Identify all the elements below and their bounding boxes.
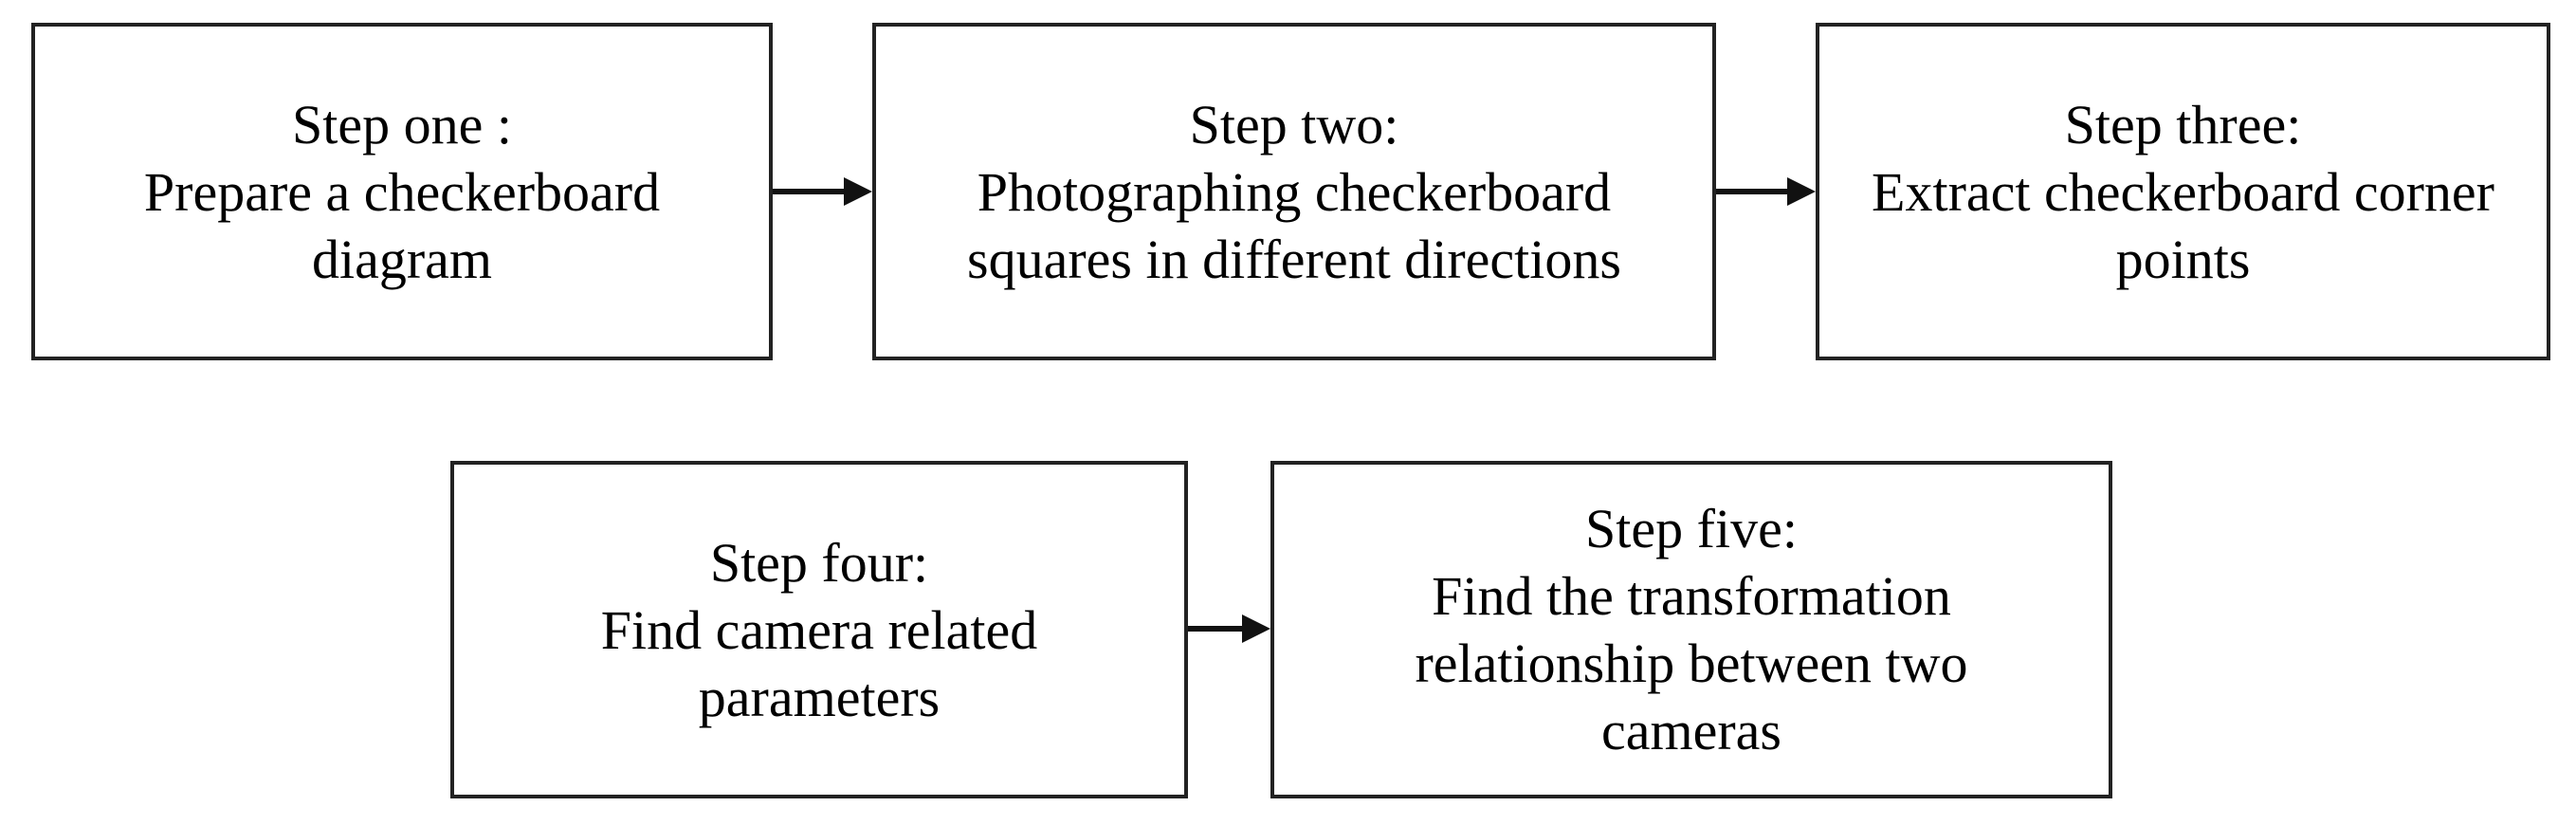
step-five-title: Step five: — [1585, 498, 1798, 559]
step-four-line: Find camera related — [600, 598, 1038, 661]
arrow-step-four-to-step-five — [1188, 612, 1270, 646]
arrow-shaft — [1716, 189, 1793, 194]
arrow-head-icon — [844, 177, 872, 206]
step-one-line: diagram — [311, 228, 493, 290]
arrow-shaft — [1188, 626, 1248, 632]
step-one-line: Prepare a checkerboard — [143, 160, 661, 223]
arrow-head-icon — [1787, 177, 1816, 206]
step-three-line: Extract checkerboard corner — [1872, 160, 2494, 223]
step-five-line: cameras — [1601, 700, 1781, 761]
arrow-shaft — [773, 189, 850, 194]
step-one-title: Step one : — [292, 93, 512, 156]
step-two-line: Photographing checkerboard — [977, 160, 1612, 223]
step-one-box: Step one : Prepare a checkerboard diagra… — [31, 23, 773, 360]
step-four-title: Step four: — [709, 531, 929, 594]
step-two-box: Step two: Photographing checkerboard squ… — [872, 23, 1716, 360]
arrow-head-icon — [1242, 614, 1270, 643]
step-two-title: Step two: — [1189, 93, 1399, 156]
step-three-title: Step three: — [2064, 93, 2302, 156]
arrow-step-two-to-step-three — [1716, 174, 1816, 209]
arrow-step-one-to-step-two — [773, 174, 872, 209]
step-three-line: points — [2115, 228, 2251, 290]
step-three-box: Step three: Extract checkerboard corner … — [1816, 23, 2550, 360]
step-two-line: squares in different directions — [967, 228, 1621, 290]
step-five-line: relationship between two — [1415, 632, 1968, 694]
step-five-box: Step five: Find the transformation relat… — [1270, 461, 2112, 798]
step-four-line: parameters — [698, 666, 941, 728]
step-four-box: Step four: Find camera related parameter… — [450, 461, 1188, 798]
step-five-line: Find the transformation — [1432, 565, 1951, 627]
